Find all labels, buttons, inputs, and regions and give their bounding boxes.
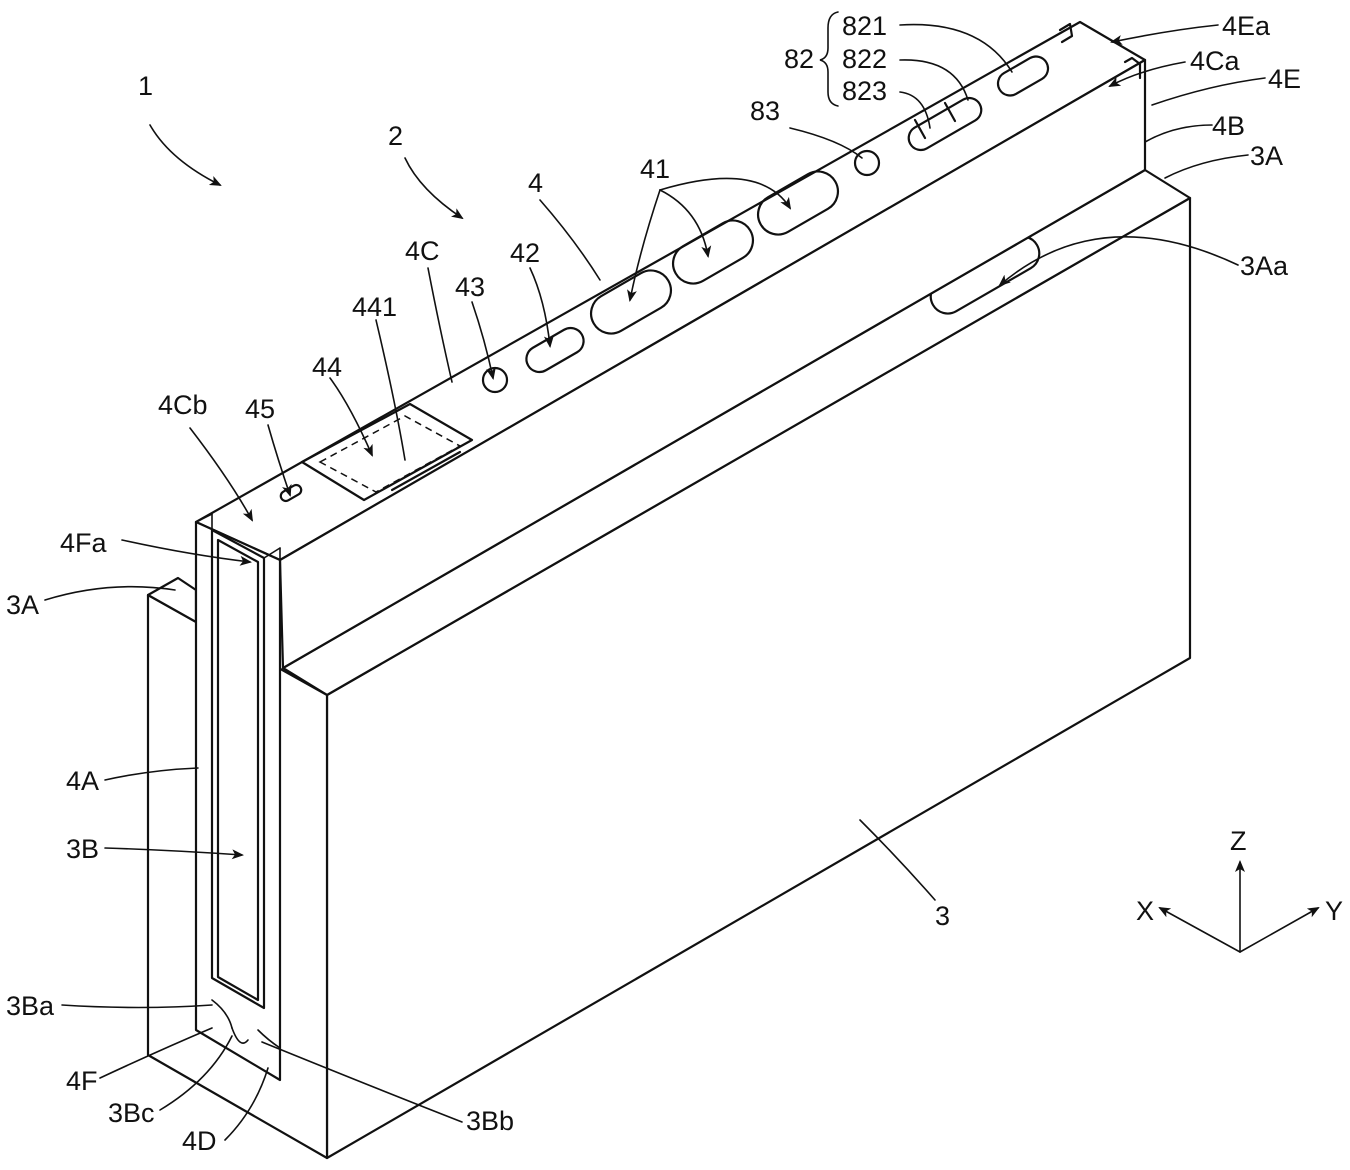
label-45: 45: [245, 394, 275, 424]
label-4C: 4C: [405, 236, 440, 266]
axis-y-label: Y: [1325, 896, 1343, 926]
leader-4E: [1152, 78, 1265, 105]
label-3Bb: 3Bb: [466, 1106, 514, 1136]
label-43: 43: [455, 272, 485, 302]
label-4A: 4A: [66, 766, 99, 796]
label-4Ca: 4Ca: [1190, 46, 1241, 76]
label-3Ba: 3Ba: [6, 991, 55, 1021]
label-4E: 4E: [1268, 64, 1301, 94]
brace-82: [820, 12, 838, 106]
leader-4Ea: [1112, 25, 1218, 42]
leader-3: [860, 820, 935, 900]
label-3A-left: 3A: [6, 590, 39, 620]
leader-4: [540, 200, 600, 280]
axis-z-label: Z: [1230, 826, 1247, 856]
label-823: 823: [842, 76, 887, 106]
label-44: 44: [312, 352, 342, 382]
label-82: 82: [784, 44, 814, 74]
label-3Bc: 3Bc: [108, 1098, 155, 1128]
label-441: 441: [352, 292, 397, 322]
label-1: 1: [138, 71, 153, 101]
leader-2: [405, 158, 462, 218]
leader-3A-right: [1165, 155, 1248, 178]
label-4Ea: 4Ea: [1222, 11, 1271, 41]
label-2: 2: [388, 121, 403, 151]
label-4: 4: [528, 168, 543, 198]
label-3: 3: [935, 901, 950, 931]
label-4B: 4B: [1212, 111, 1245, 141]
label-3A-right: 3A: [1250, 141, 1283, 171]
slot-3B-opening: [218, 540, 258, 1000]
label-4D: 4D: [182, 1126, 217, 1156]
axis-y-arrow: [1240, 908, 1318, 952]
label-821: 821: [842, 11, 887, 41]
axis-x-label: X: [1136, 896, 1154, 926]
axis-x-arrow: [1160, 908, 1240, 952]
leader-1: [150, 125, 220, 185]
label-41: 41: [640, 154, 670, 184]
leader-821: [900, 25, 1012, 72]
label-4Fa: 4Fa: [60, 528, 108, 558]
label-4F: 4F: [66, 1066, 98, 1096]
leader-4C: [428, 268, 452, 382]
label-822: 822: [842, 44, 887, 74]
label-3Aa: 3Aa: [1240, 251, 1289, 281]
label-4Cb: 4Cb: [158, 390, 208, 420]
end-plate-4A: [196, 514, 280, 1080]
label-42: 42: [510, 238, 540, 268]
label-3B: 3B: [66, 834, 99, 864]
leader-4B: [1145, 125, 1212, 142]
label-83: 83: [750, 96, 780, 126]
axis-indicator: Z X Y: [1136, 826, 1343, 952]
